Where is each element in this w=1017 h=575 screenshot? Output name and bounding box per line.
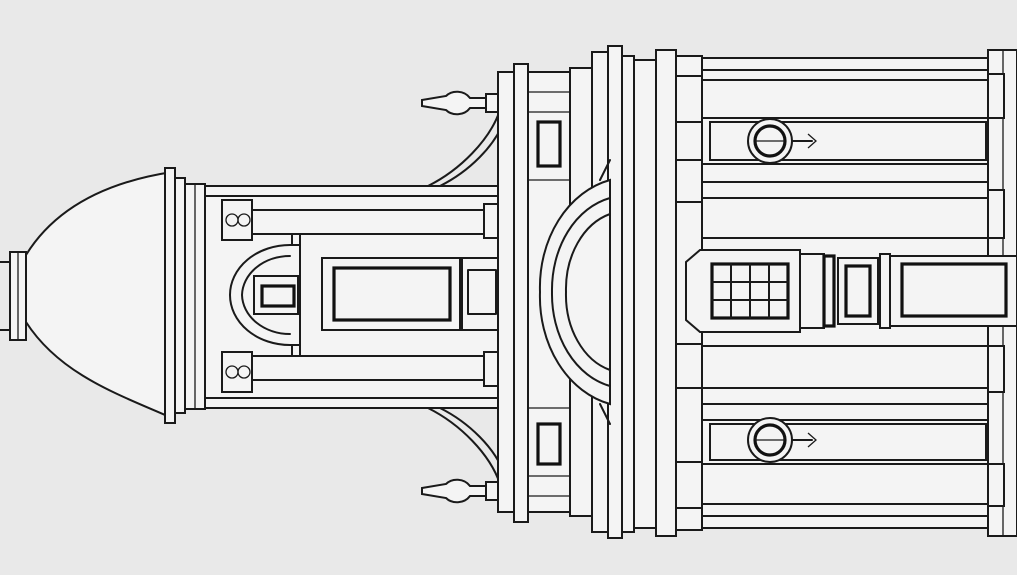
right-section (633, 49, 1017, 537)
window-opening (260, 284, 296, 308)
middle-niche-upper (536, 120, 562, 168)
cornice-band-1 (164, 167, 176, 424)
middle-band-1 (497, 71, 515, 513)
middle-band-2 (513, 63, 529, 523)
grid-window-frame (685, 249, 801, 333)
drum-cornice (164, 167, 206, 424)
right-panel-upper (709, 118, 987, 164)
drum-body (204, 185, 504, 409)
middle-niche-lower (536, 422, 562, 466)
small-window-panel (837, 257, 879, 325)
middle-band-6 (621, 55, 635, 533)
central-arch (538, 159, 611, 425)
cornice-band-2 (174, 177, 186, 414)
right-window-band (685, 249, 1017, 333)
capital-upper (221, 199, 253, 241)
drum-small-panel (461, 257, 503, 331)
finial-lower (421, 478, 501, 504)
wide-window-panel (889, 255, 1017, 327)
right-panel-lower (709, 417, 987, 463)
finial-upper (421, 90, 501, 116)
capital-lower (221, 351, 253, 393)
right-band-1 (633, 59, 657, 529)
drum-wide-panel (321, 257, 461, 331)
dome (0, 170, 173, 420)
right-band-2 (655, 49, 677, 537)
drum-arched-window (228, 244, 301, 346)
